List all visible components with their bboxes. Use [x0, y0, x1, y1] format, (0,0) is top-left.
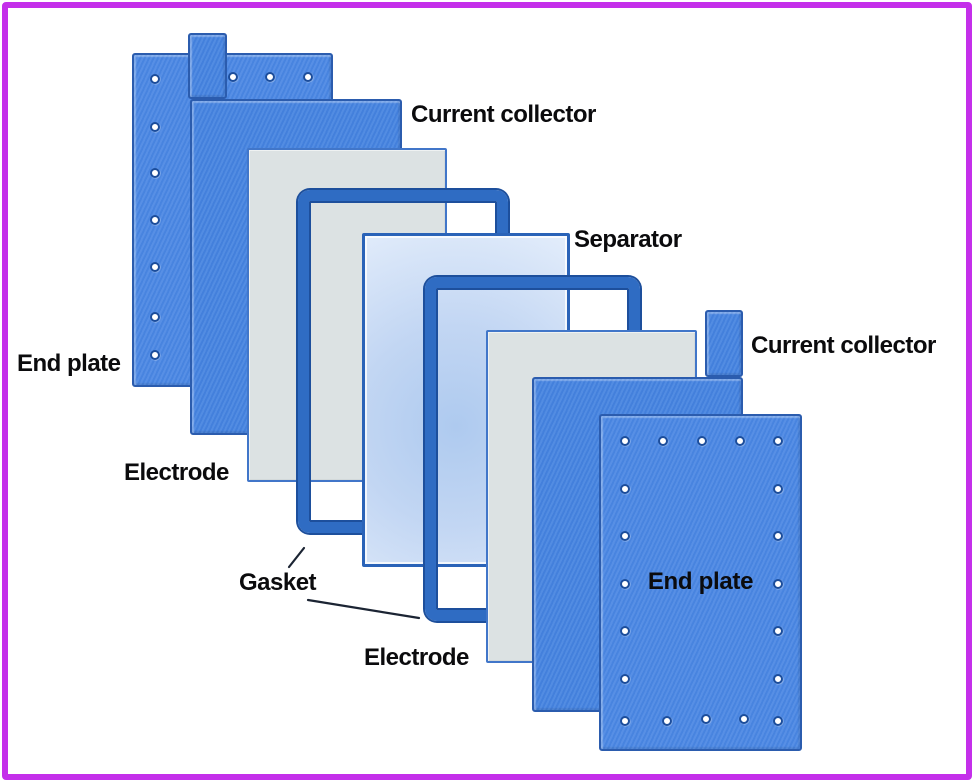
label-separator: Separator [574, 226, 682, 253]
gasket-leader-line-upper [287, 546, 306, 569]
end-plate-right-shape [599, 414, 802, 751]
label-current-collector-top: Current collector [411, 101, 596, 128]
current-collector-left-tab [188, 33, 227, 99]
current-collector-right-tab [705, 310, 743, 377]
label-current-collector-right: Current collector [751, 332, 936, 359]
label-gasket: Gasket [239, 569, 317, 596]
label-end-plate-left: End plate [17, 350, 121, 377]
label-electrode-2: Electrode [364, 644, 469, 671]
label-electrode-1: Electrode [124, 459, 229, 486]
gasket-leader-line-lower [306, 598, 421, 620]
label-end-plate-right: End plate [647, 568, 754, 595]
